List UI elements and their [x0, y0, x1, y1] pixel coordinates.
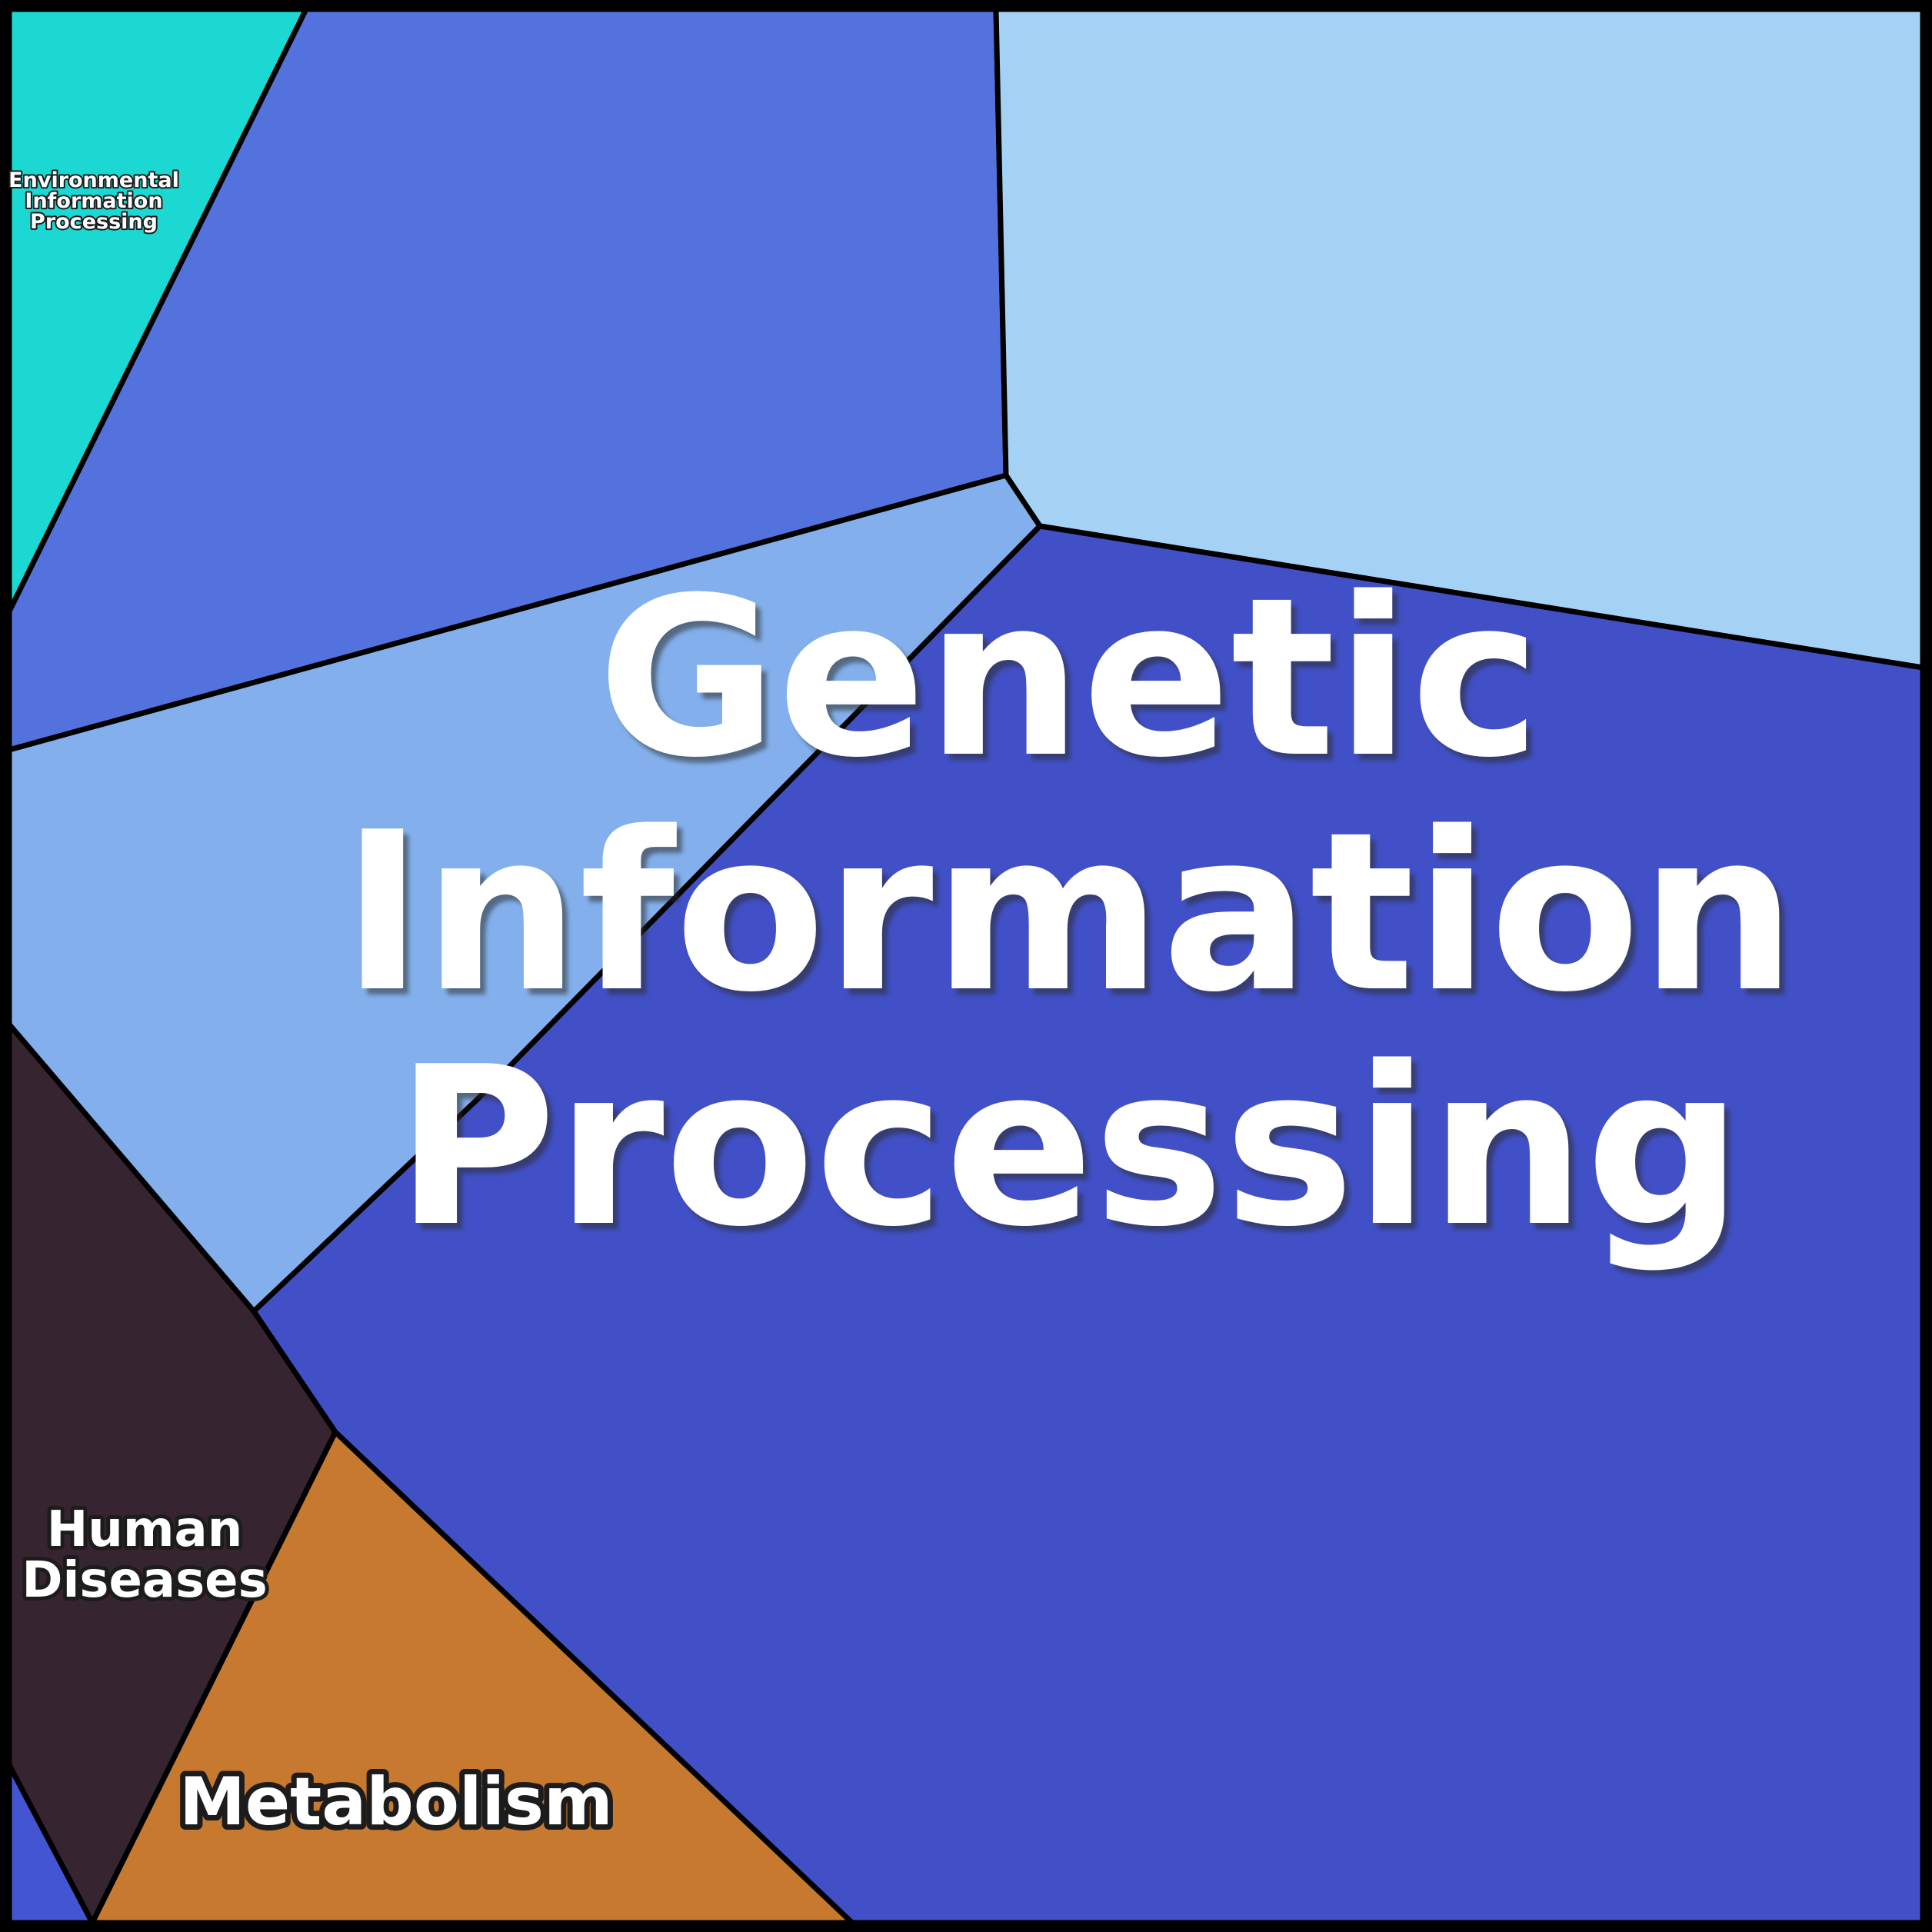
- label-line: Genetic: [598, 551, 1541, 806]
- label-line: Metabolism: [179, 1764, 612, 1840]
- label-line: Diseases: [22, 1552, 267, 1609]
- label-line: Processing: [395, 1020, 1742, 1275]
- region-corner-blue: [6, 1762, 95, 1926]
- label-metabolism: Metabolism: [179, 1764, 612, 1840]
- label-line: Human: [47, 1501, 243, 1558]
- region-metabolism: [89, 1429, 855, 1926]
- label-line: Information: [25, 189, 162, 213]
- label-line: Environmental: [8, 168, 179, 192]
- regions-layer: [6, 6, 1926, 1926]
- label-line: Processing: [30, 210, 158, 234]
- label-line: Information: [341, 785, 1796, 1041]
